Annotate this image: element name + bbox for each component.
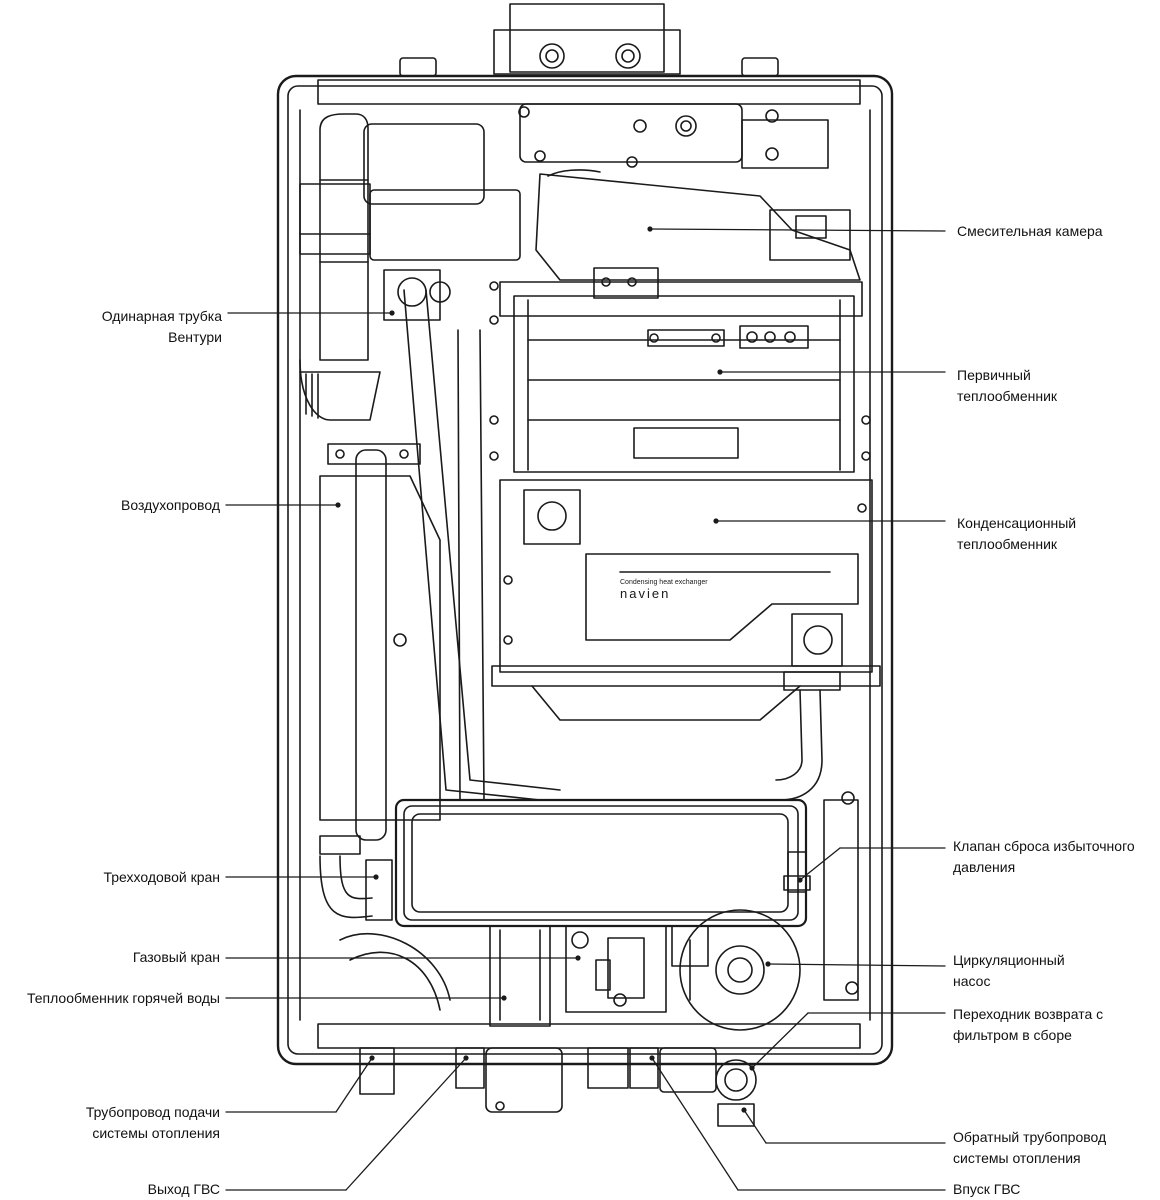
label-dhw-outlet: Выход ГВС — [147, 1181, 220, 1197]
label-circulation-pump: Циркуляционный насос — [953, 952, 1065, 989]
label-three-way-valve: Трехходовой кран — [103, 869, 220, 885]
bottom-fittings — [359, 1047, 757, 1127]
label-heating-supply: Трубопровод подачи системы отопления — [85, 1104, 220, 1141]
water-pipes — [403, 289, 823, 801]
label-air-duct: Воздухопровод — [121, 497, 220, 513]
primary-hx — [489, 281, 871, 473]
relief-valve — [783, 791, 859, 1001]
label-gas-valve: Газовый кран — [132, 949, 220, 965]
label-return-adapter: Переходник возврата с фильтром в сборе — [953, 1006, 1104, 1043]
label-dhw-inlet: Впуск ГВС — [953, 1181, 1021, 1197]
label-heating-return: Обратный трубопровод системы отопления — [953, 1129, 1107, 1166]
air-duct — [319, 443, 441, 841]
hx-brand-text: navien — [620, 586, 670, 601]
venturi-pipe — [299, 113, 451, 421]
label-relief-valve: Клапан сброса избыточного давления — [953, 838, 1135, 875]
label-dhw-hx: Теплообменник горячей воды — [26, 990, 220, 1006]
leader-lines — [225, 228, 946, 1191]
label-mixing-chamber: Смесительная камера — [957, 223, 1103, 239]
casing — [276, 74, 894, 1066]
leader-dots — [335, 226, 803, 1113]
circulation-pump — [671, 909, 801, 1031]
condensing-hx — [491, 479, 881, 721]
hx-subtitle-text: Condensing heat exchanger — [620, 579, 708, 586]
gas-valve — [565, 925, 667, 1013]
dhw-hx — [339, 925, 551, 1027]
flue-outlet — [399, 3, 779, 77]
mixing-chamber — [535, 169, 861, 299]
three-way-valve — [319, 835, 393, 921]
control-box — [394, 798, 808, 928]
fan-assembly — [299, 103, 829, 261]
label-primary-hx: Первичный теплообменник — [957, 367, 1058, 404]
label-condensing-hx: Конденсационный теплообменник — [957, 515, 1077, 552]
label-venturi: Одинарная трубка Вентури — [101, 308, 222, 345]
